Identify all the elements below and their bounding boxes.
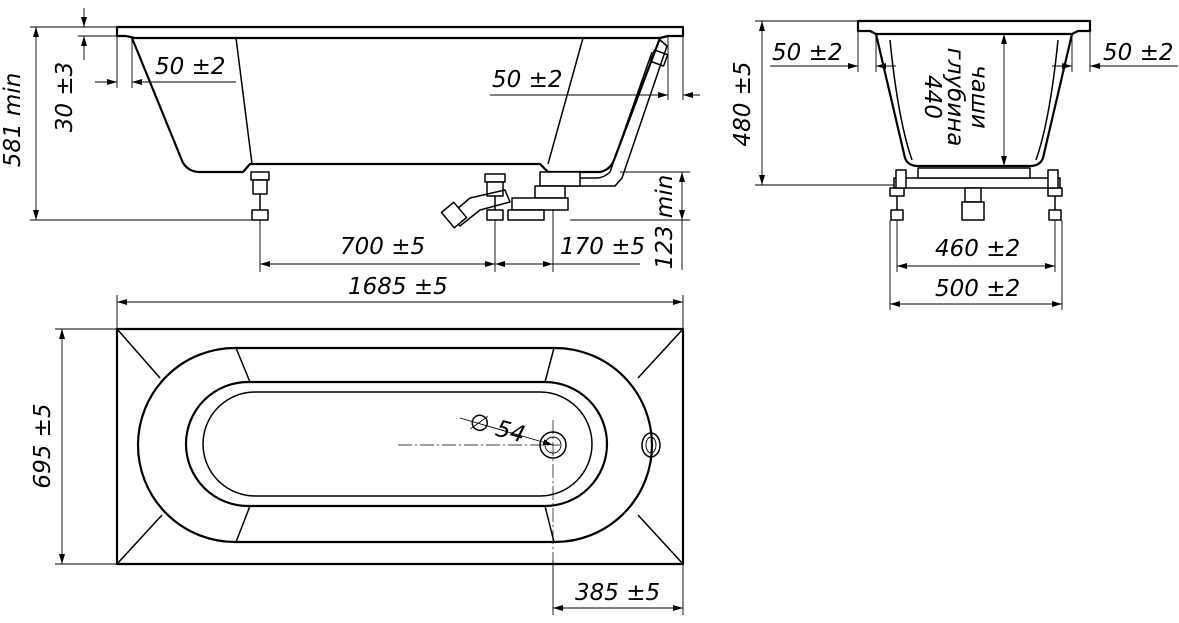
side-leg-left <box>250 171 270 221</box>
end-leg-right <box>1047 187 1063 221</box>
dim-50-right-side: 50 ±2 <box>492 67 562 93</box>
dim-385-drain-offset: 385 ±5 <box>575 580 660 606</box>
top-view: ∅ 54 1685 ±5 695 ±5 385 ±5 <box>30 274 685 615</box>
dim-460-legs: 460 ±2 <box>935 236 1020 262</box>
dim-30-rim: 30 ±3 <box>52 62 78 132</box>
dim-700-leg-spacing: 700 ±5 <box>340 234 425 260</box>
side-view: 581 min 30 ±3 50 ±2 50 ±2 700 ±5 170 ±5 … <box>0 8 700 272</box>
side-siphon <box>440 171 581 229</box>
side-leg-middle <box>484 173 506 221</box>
overflow-hole <box>641 432 661 458</box>
dim-123-min: 123 min <box>652 175 678 270</box>
dim-581-min: 581 min <box>0 73 26 168</box>
dim-1685-length: 1685 ±5 <box>348 274 448 300</box>
end-leg-left <box>889 187 905 221</box>
dim-50-left-side: 50 ±2 <box>155 54 225 80</box>
dim-500-frame: 500 ±2 <box>935 276 1020 302</box>
dim-170-drain: 170 ±5 <box>560 234 645 260</box>
dim-drain-diameter: ∅ 54 <box>466 409 527 449</box>
dim-50-end-left: 50 ±2 <box>772 40 842 66</box>
dim-440-depth-label-1: глубина <box>942 48 968 147</box>
dim-50-end-right: 50 ±2 <box>1103 40 1173 66</box>
dim-695-width: 695 ±5 <box>30 403 56 488</box>
dim-440-depth-label-2: чаши <box>966 65 992 129</box>
dim-480-height: 480 ±5 <box>730 61 756 146</box>
dim-440-depth-value: 440 <box>919 75 945 119</box>
end-view: 480 ±5 50 ±2 50 ±2 440 глубина чаши 460 … <box>730 19 1178 310</box>
